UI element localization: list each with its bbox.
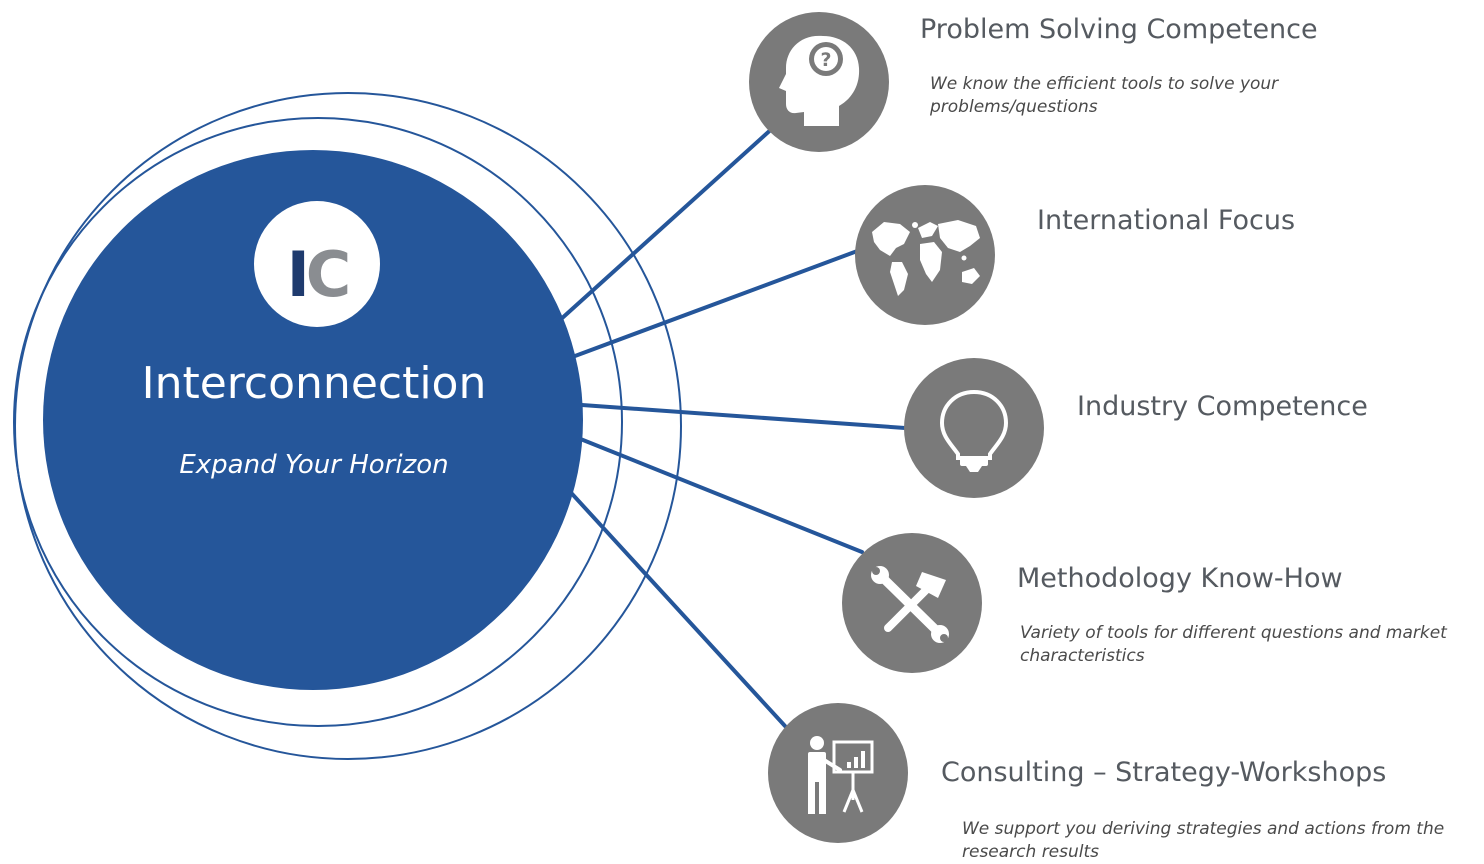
svg-text:?: ? (820, 49, 831, 71)
head-question-icon: ? (779, 35, 860, 126)
node-title-methodology: Methodology Know-How (1017, 563, 1343, 594)
node-desc-problem-solving: We know the efficient tools to solve you… (930, 74, 1279, 117)
node-title-industry-competence: Industry Competence (1077, 391, 1368, 422)
node-title-consulting: Consulting – Strategy-Workshops (941, 757, 1387, 788)
node-international-focus (855, 185, 995, 325)
outer-ring-small (13, 117, 623, 727)
tools-icon (871, 566, 949, 643)
node-circle (904, 358, 1044, 498)
node-industry-competence (904, 358, 1044, 498)
world-map-icon (872, 220, 980, 296)
logo-letter-c: C (305, 237, 351, 311)
node-title-problem-solving: Problem Solving Competence (920, 14, 1318, 45)
hub-title: Interconnection (141, 358, 487, 409)
connector-line-3 (580, 403, 907, 430)
connector-lines (558, 124, 907, 728)
node-desc-consulting: We support you deriving strategies and a… (962, 819, 1445, 862)
lightbulb-icon (939, 389, 1009, 472)
logo-circle (254, 201, 380, 327)
node-consulting (768, 703, 908, 843)
node-methodology (842, 533, 982, 673)
connector-line-1 (558, 124, 777, 322)
node-title-international-focus: International Focus (1037, 205, 1296, 236)
connector-line-5 (561, 482, 787, 728)
presentation-icon (808, 736, 874, 814)
hub-subtitle: Expand Your Horizon (179, 450, 449, 480)
node-problem-solving: ? (749, 12, 889, 152)
hub-circle (43, 150, 583, 690)
connector-line-2 (573, 248, 862, 358)
node-desc-methodology: Variety of tools for different questions… (1020, 623, 1447, 666)
connector-line-4 (576, 436, 864, 554)
logo-letter-i: I (286, 237, 310, 311)
